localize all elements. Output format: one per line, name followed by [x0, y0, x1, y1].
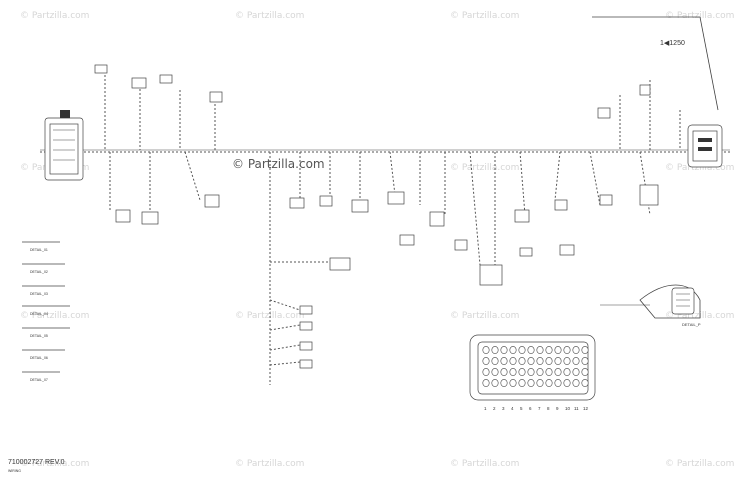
detail-label: DETAIL_03 — [30, 292, 48, 296]
pin-cavity — [527, 368, 535, 376]
pin-cavity — [482, 357, 490, 365]
pin-cavity — [509, 368, 517, 376]
connectors — [94, 64, 659, 369]
pin-cavity — [518, 379, 526, 387]
watermark-grid: © Partzilla.com © Partzilla.com © Partzi… — [20, 11, 734, 469]
pin-cavity — [500, 346, 508, 354]
watermark: © Partzilla.com — [20, 311, 89, 321]
pin-cavity — [482, 346, 490, 354]
watermark: © Partzilla.com — [20, 459, 89, 469]
pin-cavity — [581, 379, 589, 387]
pin-number: 12 — [583, 406, 589, 411]
pin-cavity — [554, 346, 562, 354]
document-number: 710002727 REV.0 — [8, 459, 65, 466]
detail-label: DETAIL_07 — [30, 378, 48, 382]
pin-number: 5 — [520, 406, 523, 411]
watermark: © Partzilla.com — [450, 163, 519, 173]
pin-cavity — [554, 357, 562, 365]
pin-cavity — [491, 346, 499, 354]
pin-cavity — [572, 368, 580, 376]
pin-cavity — [581, 346, 589, 354]
pin-cavity — [572, 357, 580, 365]
pin-cavity — [563, 368, 571, 376]
pin-cavity — [482, 379, 490, 387]
pin-cavity — [536, 357, 544, 365]
pin-cavity — [500, 379, 508, 387]
pin-cavity — [572, 379, 580, 387]
pin-cavity — [509, 357, 517, 365]
watermark: © Partzilla.com — [235, 11, 304, 21]
detail-label: DETAIL_01 — [30, 248, 48, 252]
detail-label: DETAIL_06 — [30, 356, 48, 360]
pin-number: 1 — [484, 406, 487, 411]
pin-cavity — [518, 346, 526, 354]
main-harness — [40, 75, 730, 385]
pin-number: 10 — [565, 406, 571, 411]
pin-cavity — [581, 357, 589, 365]
pin-cavity — [491, 357, 499, 365]
pin-cavity — [545, 379, 553, 387]
pin-cavity — [545, 368, 553, 376]
pin-number: 8 — [547, 406, 550, 411]
pin-number: 2 — [493, 406, 496, 411]
pin-cavity — [536, 368, 544, 376]
detail-label: DETAIL_04 — [30, 312, 48, 316]
pin-cavity — [509, 346, 517, 354]
detail-label: DETAIL_02 — [30, 270, 48, 274]
pin-cavity — [554, 368, 562, 376]
pin-cavity — [563, 346, 571, 354]
pin-number: 6 — [529, 406, 532, 411]
pin-cavity — [500, 368, 508, 376]
detail-label: DETAIL_05 — [30, 334, 48, 338]
pin-cavity — [581, 368, 589, 376]
pin-cavity — [491, 368, 499, 376]
watermark: © Partzilla.com — [665, 11, 734, 21]
pin-cavity — [509, 379, 517, 387]
pin-cavity — [527, 346, 535, 354]
pin-cavity — [563, 379, 571, 387]
pin-cavity — [536, 346, 544, 354]
reference-callout: 1◀1250 — [592, 16, 719, 111]
watermark: © Partzilla.com — [235, 459, 304, 469]
watermark: © Partzilla.com — [450, 459, 519, 469]
detail-main-label: DETAIL_P — [682, 322, 701, 327]
pin-number: 9 — [556, 406, 559, 411]
detail-column: DETAIL_01 DETAIL_02 DETAIL_03 DETAIL_04 … — [22, 241, 70, 382]
watermark: © Partzilla.com — [20, 11, 89, 21]
watermark: © Partzilla.com — [665, 459, 734, 469]
watermark: © Partzilla.com — [450, 11, 519, 21]
watermark: © Partzilla.com — [450, 311, 519, 321]
display-module — [687, 124, 723, 168]
pin-cavity — [572, 346, 580, 354]
document-subtitle: WIRING — [8, 469, 21, 473]
pin-number: 4 — [511, 406, 514, 411]
pin-cavity — [500, 357, 508, 365]
pin-cavity — [482, 368, 490, 376]
pin-cavity — [545, 357, 553, 365]
partzilla-logo: © Partzilla.com — [232, 157, 325, 171]
pin-cavity — [545, 346, 553, 354]
pin-cavity — [527, 379, 535, 387]
pin-cavity — [527, 357, 535, 365]
pin-cavity — [518, 368, 526, 376]
pin-cavity — [518, 357, 526, 365]
reference-label: 1◀1250 — [660, 40, 685, 47]
pin-number: 7 — [538, 406, 541, 411]
pin-number: 3 — [502, 406, 505, 411]
watermark: © Partzilla.com — [665, 163, 734, 173]
detail-p: DETAIL_P — [600, 284, 701, 327]
pin-cavity — [536, 379, 544, 387]
pin-number: 11 — [574, 406, 579, 411]
ecm-module — [44, 110, 84, 181]
pin-cavity — [491, 379, 499, 387]
pin-cavity — [563, 357, 571, 365]
pin-cavity — [554, 379, 562, 387]
